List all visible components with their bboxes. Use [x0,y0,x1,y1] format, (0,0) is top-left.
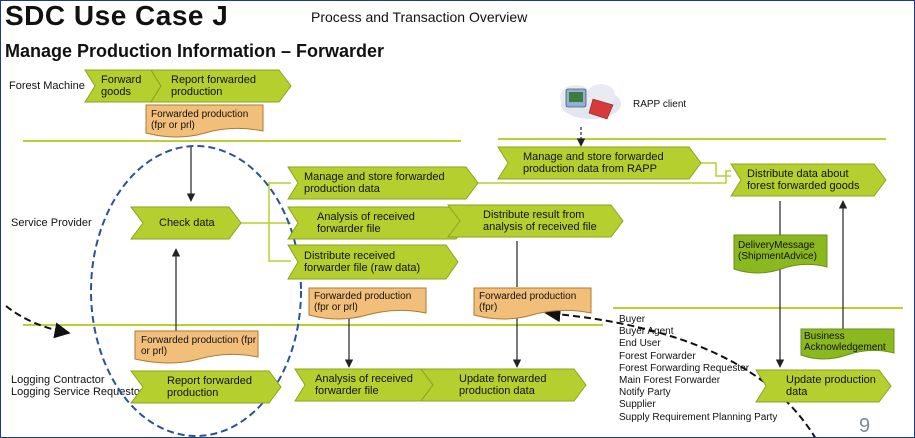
document-shapes [134,104,895,364]
dashed-curve-right [544,306,816,437]
process-manage-store [287,166,479,200]
label-doc-delivery: DeliveryMessage (ShipmentAdvice) [738,240,817,262]
lane-divider-top-left [23,140,461,142]
process-update-right [755,369,892,403]
label-doc-forwarded-mid: Forwarded production (fpr or prl) [314,291,412,313]
role-item: Notify Party [619,387,671,399]
role-item: Buyer Agent [619,326,674,338]
label-forward-goods: Forward goods [101,74,142,98]
label-doc-forwarded-top: Forwarded production (fpr or prl) [151,109,249,131]
process-manage-rapp [497,146,702,180]
role-item: Main Forest Forwarder [619,375,721,387]
lane-label-service-provider: Service Provider [11,217,92,229]
label-rapp-client: RAPP client [633,99,687,110]
slide-subtitle: Process and Transaction Overview [311,9,528,25]
label-update-right: Update production data [786,374,876,398]
role-item: End User [619,338,661,350]
doc-forwarded-bottom [134,330,259,364]
doc-forwarded-top [145,104,264,138]
dashed-curve-left [5,305,71,339]
lane-label-logging-requestor: Logging Service Requestor [11,386,144,398]
flow-arrows [171,127,848,368]
process-update-lc [420,368,587,402]
process-distribute-goods [730,163,887,197]
lane-divider-top-right [498,138,886,140]
label-distribute-result: Distribute result from analysis of recei… [483,209,597,233]
doc-forwarded-mid [308,287,427,320]
process-shapes [84,69,892,404]
label-distribute-goods: Distribute data about forest forwarded g… [747,168,860,192]
doc-delivery-message [733,234,828,274]
roles-list: Buyer Buyer Agent End User Forest Forwar… [619,314,777,424]
label-analysis-sp: Analysis of received forwarder file [317,211,415,235]
doc-forwarded-fpr [473,287,592,320]
label-report-forwarded-bottom: Report forwarded production [167,375,252,399]
role-item: Buyer [619,314,646,325]
process-distribute-raw [287,244,459,280]
role-item: Supply Requirement Planning Party [619,411,778,423]
process-distribute-result [447,204,624,238]
process-report-forwarded-top [150,69,292,103]
lane-label-logging-contractor: Logging Contractor [11,374,105,386]
process-report-forwarded-bottom [130,370,282,404]
slide-title: SDC Use Case J [5,0,229,31]
label-doc-forwarded-bottom: Forwarded production (fpr or prl) [141,335,257,357]
highlight-ellipse [90,145,302,437]
page-number: 9 [859,415,871,437]
label-doc-business-ack: Business Acknowledgement [804,331,886,353]
doc-business-ack [800,328,895,360]
role-item: Forest Forwarder [619,350,696,362]
lane-divider-bottom-left [23,324,603,326]
green-connectors [239,162,731,262]
lane-label-forest-machine: Forest Machine [9,80,85,92]
rapp-cloud-icon [560,84,621,120]
label-check-data: Check data [159,217,215,229]
role-item: Supplier [619,399,656,411]
process-check-data [130,206,242,240]
label-analysis-lc: Analysis of received forwarder file [315,373,413,397]
label-report-forwarded-top: Report forwarded production [171,74,256,98]
slide-heading: Manage Production Information – Forwarde… [5,41,385,61]
label-manage-rapp: Manage and store forwarded production da… [523,151,664,175]
label-distribute-raw: Distribute received forwarder file (raw … [304,250,421,274]
label-doc-forwarded-fpr: Forwarded production (fpr) [479,291,577,313]
label-manage-store: Manage and store forwarded production da… [304,171,445,195]
role-item: Forest Forwarding Requestor [619,362,750,374]
label-update-lc: Update forwarded production data [459,373,547,397]
lane-divider-bottom-right [613,307,903,309]
